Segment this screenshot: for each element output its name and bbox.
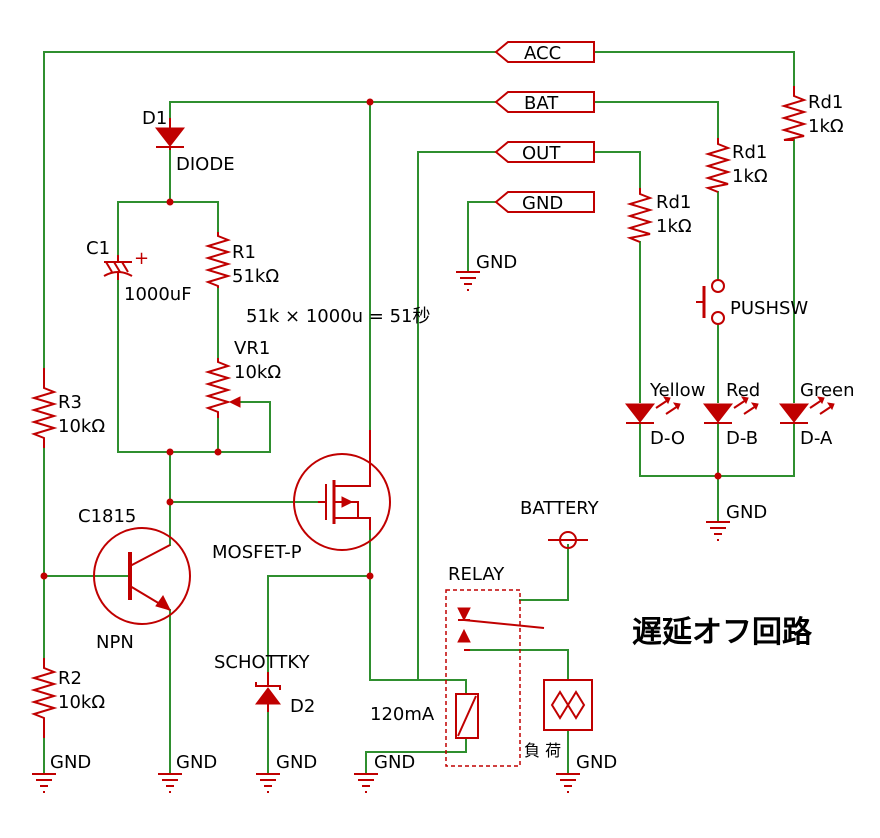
rd-acc-ref: Rd1 (808, 92, 843, 113)
r1-value: 51kΩ (232, 266, 279, 287)
r1-ref: R1 (232, 242, 256, 263)
load-label: 負 荷 (524, 741, 561, 760)
timing-note: 51k × 1000u = 51秒 (246, 306, 431, 327)
diode-d1: D1 DIODE (142, 108, 235, 175)
resistor-r1: R1 51kΩ (204, 232, 279, 288)
led-red-ref: D-B (726, 428, 758, 449)
capacitor-c1: + C1 1000uF (86, 238, 192, 305)
led-green-ref: D-A (800, 428, 833, 449)
resistor-rd1-out: Rd1 1kΩ (626, 188, 692, 243)
resistor-r2: R2 10kΩ (30, 658, 105, 738)
resistor-rd1-acc: Rd1 1kΩ (780, 86, 844, 141)
ground-net-label: GND (456, 252, 517, 291)
gnd-label-leds: GND (726, 502, 767, 523)
net-label-out: OUT (494, 141, 595, 164)
mosfet-ref: MOSFET-P (212, 542, 302, 563)
ground-leds: GND (706, 502, 767, 541)
svg-text:OUT: OUT (522, 143, 561, 164)
potentiometer-vr1: VR1 10kΩ (204, 338, 281, 418)
led-yellow-color: Yellow (649, 380, 705, 401)
led-yellow-d-o: Yellow D-O (624, 380, 705, 449)
gnd-label-relay: GND (374, 752, 415, 773)
net-label-acc: ACC (494, 41, 595, 64)
ground-load: GND (556, 752, 617, 793)
ground-relay-coil: GND (354, 752, 415, 793)
led-green-color: Green (800, 380, 855, 401)
gnd-label-npn: GND (176, 752, 217, 773)
circuit-title: 遅延オフ回路 (632, 615, 813, 650)
vr1-value: 10kΩ (234, 362, 281, 383)
schottky-diode-d2: SCHOTTKY D2 (214, 652, 315, 717)
net-label-gnd: GND (494, 191, 595, 214)
rd-bat-value: 1kΩ (732, 166, 768, 187)
mosfet-p: MOSFET-P (212, 430, 391, 563)
led-red-d-b: Red D-B (702, 380, 760, 449)
battery-label: BATTERY (520, 498, 600, 519)
led-red-color: Red (726, 380, 760, 401)
d1-value: DIODE (176, 154, 235, 175)
wires (43, 51, 795, 773)
c1-value: 1000uF (124, 284, 192, 305)
r3-value: 10kΩ (58, 416, 105, 437)
rd-out-ref: Rd1 (656, 192, 691, 213)
gnd-label-load: GND (576, 752, 617, 773)
gnd-label-net: GND (476, 252, 517, 273)
d2-ref: SCHOTTKY (214, 652, 311, 673)
resistor-rd1-bat: Rd1 1kΩ (704, 138, 768, 193)
d2-value: D2 (290, 696, 315, 717)
net-label-bat: BAT (494, 91, 595, 114)
rd-bat-ref: Rd1 (732, 142, 767, 163)
q1-type: NPN (96, 632, 134, 653)
q1-ref: C1815 (78, 506, 136, 527)
led-green-d-a: Green D-A (778, 380, 855, 449)
r2-ref: R2 (58, 668, 82, 689)
gnd-label-r2: GND (50, 752, 91, 773)
relay: RELAY 120mA (370, 564, 545, 767)
relay-label: RELAY (448, 564, 505, 585)
junction-dots (40, 98, 722, 580)
r2-value: 10kΩ (58, 692, 105, 713)
load: 負 荷 (524, 679, 593, 760)
svg-text:+: + (134, 248, 149, 269)
vr1-ref: VR1 (234, 338, 270, 359)
push-switch: PUSHSW (696, 279, 808, 325)
c1-ref: C1 (86, 238, 110, 259)
led-yellow-ref: D-O (650, 428, 685, 449)
gnd-label-schottky: GND (276, 752, 317, 773)
svg-text:ACC: ACC (524, 43, 561, 64)
pushsw-label: PUSHSW (730, 298, 808, 319)
svg-text:BAT: BAT (524, 93, 559, 114)
ground-schottky: GND (256, 752, 317, 793)
rd-out-value: 1kΩ (656, 216, 692, 237)
d1-ref: D1 (142, 108, 167, 129)
ground-npn: GND (158, 752, 217, 793)
r3-ref: R3 (58, 392, 82, 413)
relay-current: 120mA (370, 704, 435, 725)
battery-terminal: BATTERY (520, 498, 600, 549)
rd-acc-value: 1kΩ (808, 116, 844, 137)
ground-symbols: GND GND GND GND GND (32, 252, 767, 793)
resistor-r3: R3 10kΩ (30, 368, 105, 448)
ground-r2: GND (32, 752, 91, 793)
npn-transistor-c1815: C1815 NPN (78, 506, 191, 653)
svg-text:GND: GND (522, 193, 563, 214)
